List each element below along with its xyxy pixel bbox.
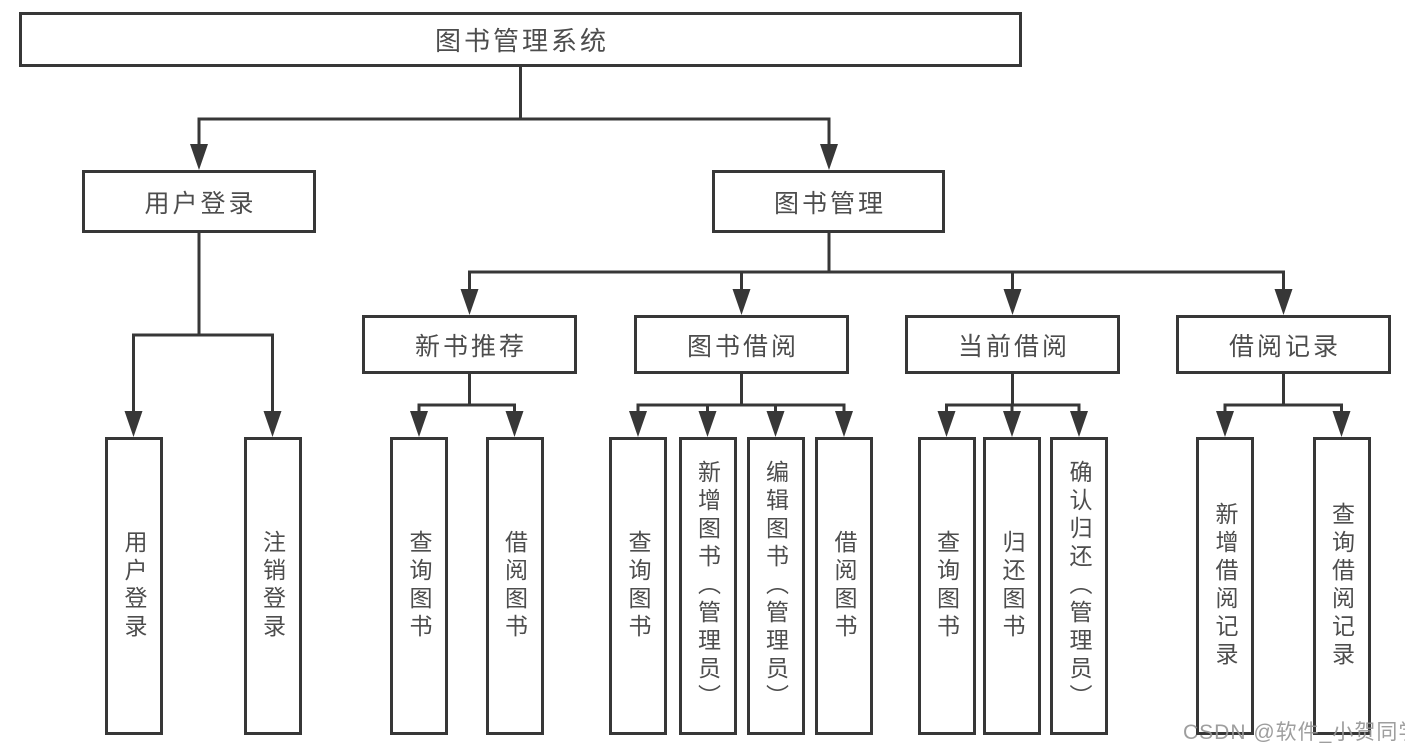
node-label: 新书推荐 [414,332,527,361]
leaf-user-login: 用户登录 [105,437,163,735]
node-label: 当前借阅 [957,332,1070,361]
connector-borrow-to-leaves [636,372,846,416]
leaf-current-confirm-return-admin: 确认归还（管理员） [1050,437,1108,735]
node-label: 新增借阅记录 [1212,502,1238,670]
connector-root-to-level2 [197,65,831,150]
node-label: 用户登录 [144,189,257,218]
node-user-login: 用户登录 [82,170,316,233]
node-label: 图书管理系统 [434,26,609,56]
node-label: 用户登录 [121,530,147,642]
node-label: 确认归还（管理员） [1066,460,1092,712]
node-book-borrowing: 图书借阅 [634,315,849,374]
node-label: 查询图书 [625,530,651,642]
node-label: 借阅图书 [831,530,857,642]
node-label: 注销登录 [259,530,286,642]
connector-bookmgmt-to-level3 [468,231,1285,296]
leaf-borrowing-borrow-book: 借阅图书 [815,437,873,735]
node-new-book-recommend: 新书推荐 [362,315,577,374]
node-book-management: 图书管理 [712,170,945,233]
node-label: 编辑图书（管理员） [762,460,789,712]
node-label: 借阅图书 [501,530,528,642]
leaf-borrowing-add-book-admin: 新增图书（管理员） [678,437,737,735]
node-label: 查询图书 [406,530,432,642]
arrowheads [124,144,1351,437]
leaf-current-return-book: 归还图书 [983,437,1041,735]
connector-current-to-leaves [945,372,1081,416]
node-label: 图书借阅 [686,332,799,361]
node-label: 查询借阅记录 [1328,502,1355,670]
node-label: 归还图书 [999,530,1025,642]
leaf-recommend-query-book: 查询图书 [390,437,448,735]
node-borrow-records: 借阅记录 [1176,315,1391,374]
node-label: 查询图书 [933,530,960,642]
watermark: CSDN @软件_小贺同学 [1183,721,1405,744]
leaf-records-query-record: 查询借阅记录 [1312,437,1371,735]
leaf-recommend-borrow-book: 借阅图书 [485,437,544,735]
leaf-current-query-book: 查询图书 [917,437,976,735]
node-label: 新增图书（管理员） [694,460,721,712]
leaf-borrowing-query-book: 查询图书 [609,437,667,735]
connector-userlogin-to-leaves [132,231,274,416]
node-label: 借阅记录 [1228,332,1341,361]
node-label: 图书管理 [773,189,886,218]
leaf-logout: 注销登录 [243,437,302,735]
node-current-borrowing: 当前借阅 [905,315,1120,374]
leaf-records-add-record: 新增借阅记录 [1196,437,1254,735]
connector-recommend-to-leaves [417,372,516,416]
node-library-management-system: 图书管理系统 [19,12,1022,67]
leaf-borrowing-edit-book-admin: 编辑图书（管理员） [746,437,805,735]
connector-records-to-leaves [1223,372,1343,416]
